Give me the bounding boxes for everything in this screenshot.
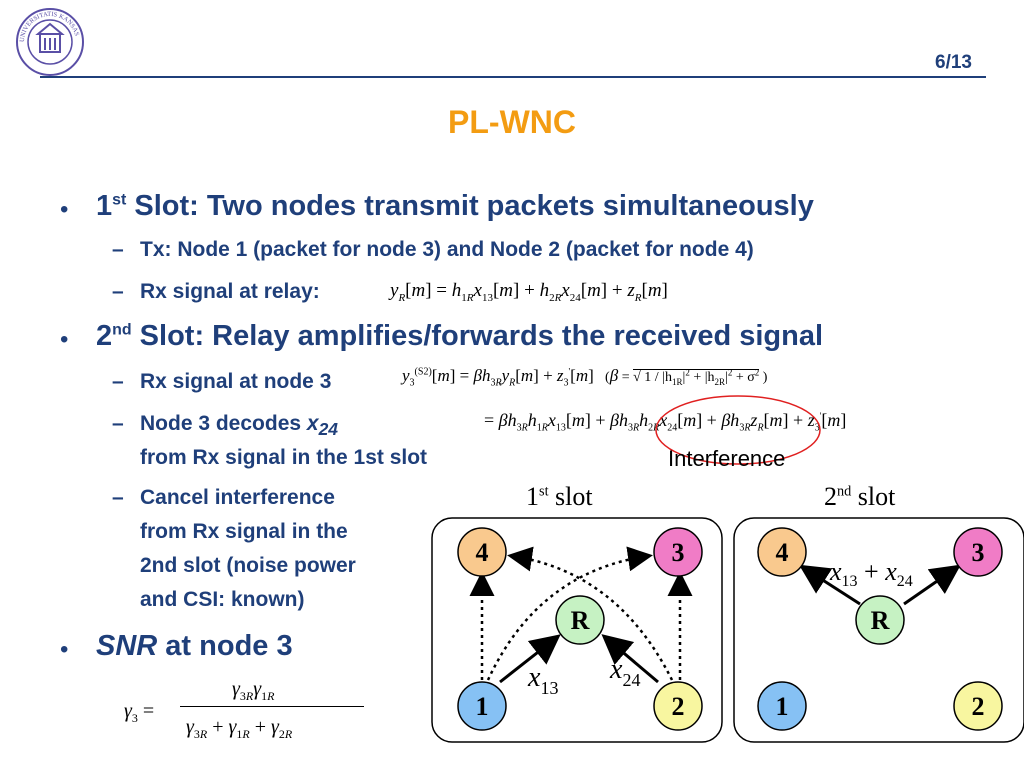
svg-text:3: 3 bbox=[672, 538, 685, 567]
svg-text:1: 1 bbox=[476, 692, 489, 721]
arrow-2-to-R bbox=[601, 634, 659, 684]
node-1-slot2 bbox=[757, 681, 807, 731]
sub-bullet-cancel-2: from Rx signal in the bbox=[140, 520, 348, 543]
label-x24: x24 bbox=[609, 654, 640, 690]
arrow-R-to-4 bbox=[798, 564, 861, 606]
interference-label: Interference bbox=[668, 446, 786, 471]
sub-bullet-cancel-3: 2nd slot (noise power bbox=[140, 554, 356, 577]
bullet-first-slot: 1st Slot: Two nodes transmit packets sim… bbox=[96, 190, 814, 222]
svg-text:2: 2 bbox=[672, 692, 685, 721]
sub-bullet-dash: – bbox=[112, 238, 124, 261]
sub-bullet-dash: – bbox=[112, 280, 124, 303]
bullet-second-slot: 2nd Slot: Relay amplifies/forwards the r… bbox=[96, 320, 824, 352]
node-R-slot2 bbox=[855, 595, 905, 645]
svg-text:1: 1 bbox=[776, 692, 789, 721]
equation-node3-expanded: = βh3Rh1Rx13[m] + βh3Rh2Rx24[m] + βh3RzR… bbox=[484, 410, 847, 434]
svg-text:3: 3 bbox=[972, 538, 985, 567]
label-x13: x13 bbox=[527, 662, 558, 698]
node-2-slot2 bbox=[953, 681, 1003, 731]
bullet-dot: • bbox=[60, 196, 69, 223]
arrow-R-to-3 bbox=[903, 564, 961, 606]
sub-bullet-decode-line2: from Rx signal in the 1st slot bbox=[140, 446, 428, 469]
node-2-slot1 bbox=[653, 681, 703, 731]
dotted-1-to-3 bbox=[486, 546, 653, 681]
arrow-1-to-R bbox=[499, 634, 561, 684]
svg-text:R: R bbox=[571, 606, 590, 635]
sub-bullet-cancel-4: and CSI: known) bbox=[140, 588, 305, 611]
svg-text:4: 4 bbox=[476, 538, 489, 567]
page-number: 6/13 bbox=[935, 52, 972, 73]
slide-title: PL-WNC bbox=[448, 104, 576, 140]
node-3-slot2 bbox=[953, 527, 1003, 577]
slot2-frame bbox=[733, 517, 1024, 743]
sub-bullet-tx: Tx: Node 1 (packet for node 3) and Node … bbox=[140, 238, 754, 261]
node-R-slot1 bbox=[555, 595, 605, 645]
header-divider bbox=[40, 76, 986, 78]
slot2-label: 2nd slot bbox=[824, 482, 896, 511]
slot1-frame bbox=[431, 517, 723, 743]
node-4-slot2 bbox=[757, 527, 807, 577]
node-3-slot1 bbox=[653, 527, 703, 577]
label-x13-plus-x24: x13 + x24 bbox=[829, 557, 913, 590]
equation-relay-rx: yR[m] = h1Rx13[m] + h2Rx24[m] + zR[m] bbox=[390, 280, 668, 304]
dotted-2-to-4 bbox=[507, 546, 674, 681]
sub-bullet-decode: Node 3 decodes x24 bbox=[140, 412, 339, 440]
svg-text:R: R bbox=[871, 606, 890, 635]
network-diagram: 4 3 R 1 2 x13 x24 4 3 R 1 2 x13 + x24 bbox=[431, 517, 1024, 743]
bullet-dot: • bbox=[60, 326, 69, 353]
svg-text:2: 2 bbox=[972, 692, 985, 721]
university-seal-logo: UNIVERSITATIS KANSAS bbox=[16, 8, 84, 76]
interference-circle bbox=[655, 395, 821, 465]
node-4-slot1 bbox=[457, 527, 507, 577]
sub-bullet-dash: – bbox=[112, 370, 124, 393]
equation-node3-rx: y3(S2)[m] = βh3RyR[m] + z3'[m] (β = √ 1 … bbox=[402, 366, 768, 389]
sub-bullet-node3-rx: Rx signal at node 3 bbox=[140, 370, 332, 393]
sub-bullet-relay-rx: Rx signal at relay: bbox=[140, 280, 320, 303]
bullet-dot: • bbox=[60, 636, 69, 663]
bullet-snr: SNR at node 3 bbox=[96, 630, 293, 662]
sub-bullet-dash: – bbox=[112, 412, 124, 435]
slot1-label: 1st slot bbox=[526, 482, 593, 511]
sub-bullet-cancel-1: Cancel interference bbox=[140, 486, 335, 509]
node-1-slot1 bbox=[457, 681, 507, 731]
svg-text:4: 4 bbox=[776, 538, 789, 567]
sub-bullet-dash: – bbox=[112, 486, 124, 509]
